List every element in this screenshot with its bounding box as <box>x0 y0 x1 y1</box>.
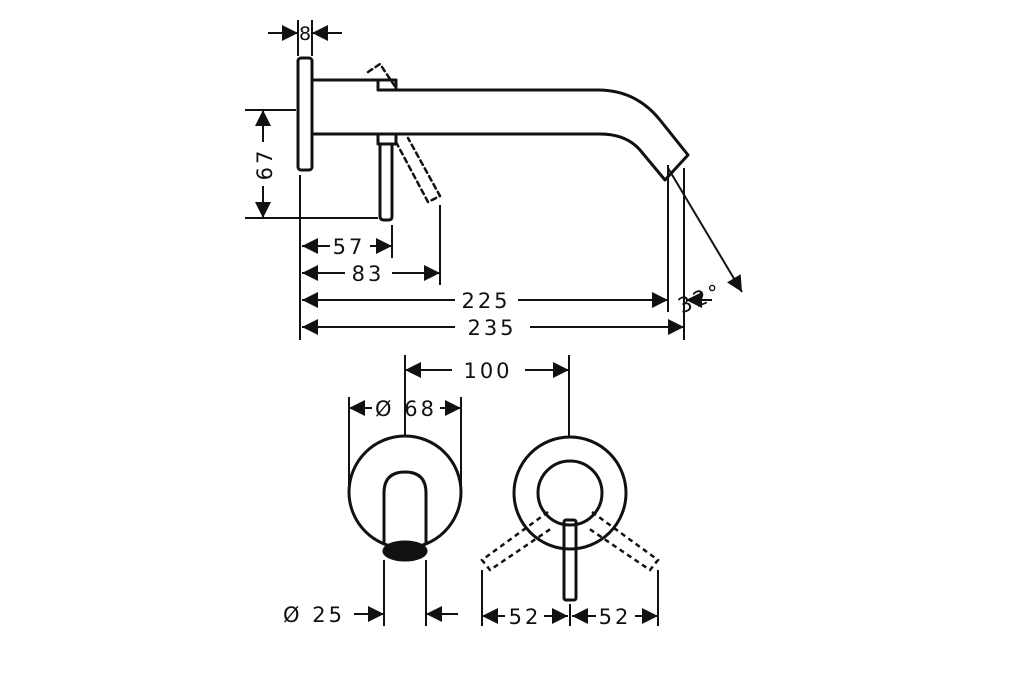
side-view <box>296 56 690 222</box>
dim-plate-thickness: 8 <box>299 23 311 45</box>
dim-rosette-diameter: Ø 68 <box>375 397 437 421</box>
front-view-mixer <box>480 435 660 602</box>
dim-lever-reach: 83 <box>352 262 385 286</box>
dim-lever-offset: 57 <box>333 235 366 259</box>
wall-plate <box>296 56 314 172</box>
spout-front-outline <box>382 470 428 545</box>
front-left-dimensions <box>348 355 462 626</box>
front-view-spout <box>347 434 463 562</box>
lever-front <box>562 518 578 602</box>
lever-side <box>378 142 394 222</box>
dim-spout-length-short: 225 <box>461 289 510 313</box>
front-right-dimensions <box>405 355 659 626</box>
handle-hub <box>536 459 604 527</box>
dim-plate-height: 67 <box>253 148 277 181</box>
dim-spout-angle: 32° <box>674 279 726 319</box>
dim-spout-length-total: 235 <box>467 316 516 340</box>
dim-centre-distance: 100 <box>463 359 512 383</box>
spout-nozzle <box>382 540 428 562</box>
rosette-right <box>512 435 628 551</box>
rosette-left <box>347 434 463 550</box>
handle-collar-lower <box>376 132 398 146</box>
dim-lever-swing-right: 52 <box>599 605 632 629</box>
dim-spout-diameter: Ø 25 <box>283 603 345 627</box>
valve-body <box>310 78 380 136</box>
handle-collar <box>376 78 398 92</box>
lever-front-dashed <box>480 510 660 572</box>
spout-side <box>394 88 690 182</box>
dim-lever-swing-left: 52 <box>509 605 542 629</box>
lever-dashed-positions <box>366 62 442 204</box>
side-view-dimensions <box>245 20 743 340</box>
